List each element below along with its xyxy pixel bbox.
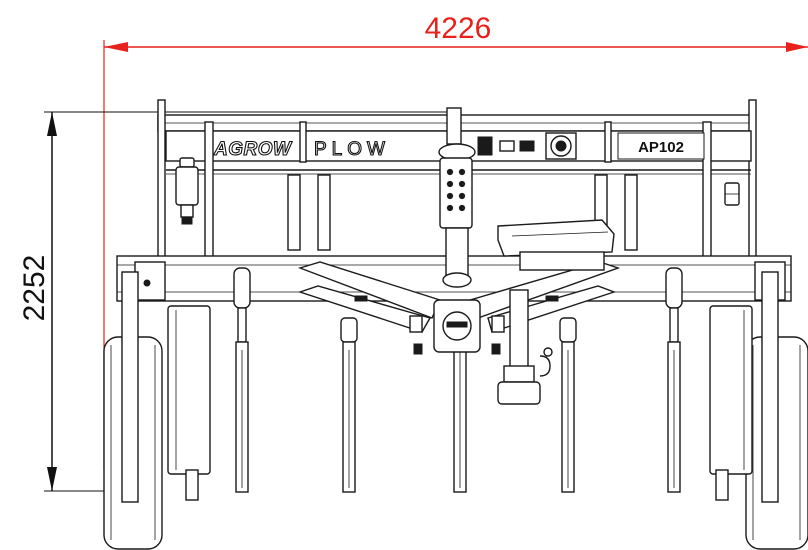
manual-canister [175, 157, 199, 225]
wheel-left [103, 271, 211, 550]
model-label: AP102 [638, 139, 684, 156]
warning-symbol-filled [519, 140, 535, 152]
height-dimension: 2252 [18, 111, 450, 492]
warning-symbol-block [477, 136, 493, 156]
wheel-right [709, 271, 808, 550]
plow-shanks [233, 267, 683, 493]
hitch-a-frame [297, 261, 621, 333]
hitch-center-plate [409, 299, 505, 355]
shank-2 [340, 317, 358, 493]
brand-name-part1: AGROW [213, 139, 293, 160]
height-arrow-bottom [47, 467, 57, 491]
shank-4 [559, 317, 577, 493]
right-handle-box [724, 182, 740, 206]
width-arrow-left [104, 42, 128, 52]
safety-symbols [477, 132, 577, 160]
brand-name-part2: PLOW [314, 139, 390, 160]
width-label: 4226 [425, 12, 492, 45]
toolbox [497, 219, 615, 271]
height-arrow-top [47, 112, 57, 136]
width-arrow-right [786, 42, 808, 52]
parking-jack [497, 289, 553, 405]
shank-1 [233, 267, 251, 493]
height-label: 2252 [18, 255, 51, 322]
top-link-cylinder [438, 107, 476, 288]
warning-symbol-outline [499, 140, 515, 152]
brand-decal: AGROW PLOW AP102 [212, 132, 705, 161]
shank-5 [665, 267, 683, 493]
safety-symbol-circle [550, 135, 572, 157]
